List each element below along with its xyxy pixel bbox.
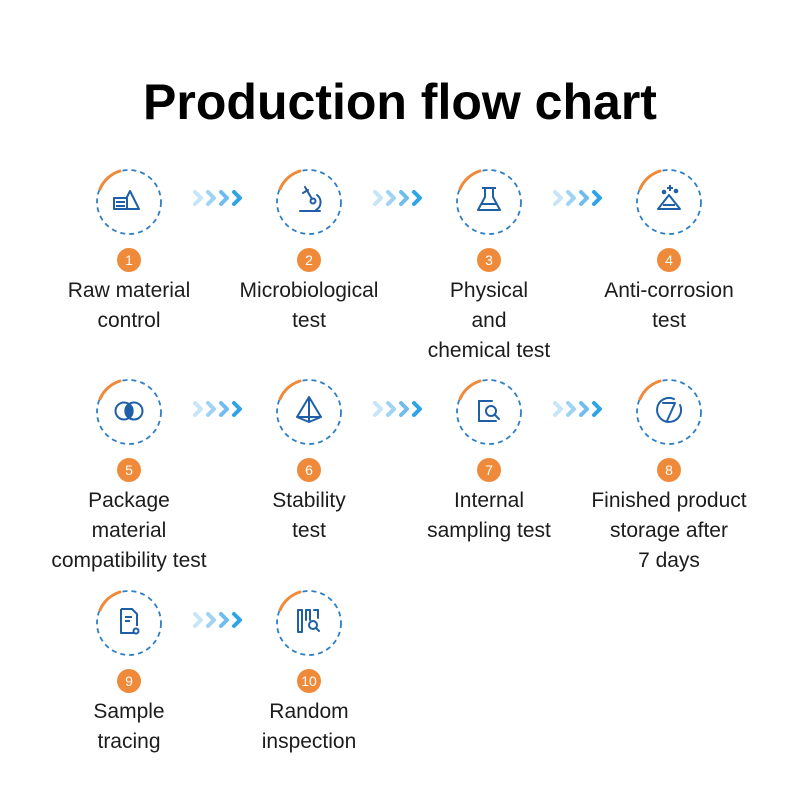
seven-days-icon (656, 396, 683, 423)
step-label: Microbiological test (239, 279, 379, 332)
step-number-badge: 5 (117, 458, 141, 482)
flask-icon (477, 187, 501, 211)
step-label: Physical and chemical test (427, 279, 551, 362)
page-title: Production flow chart (143, 74, 657, 130)
flow-arrow (553, 190, 602, 206)
flow-arrow (373, 401, 422, 417)
step-icon-circle (632, 375, 706, 449)
step-icon-circle (452, 375, 526, 449)
step-number-badge: 2 (297, 248, 321, 272)
step-label: Package material compatibility test (51, 489, 207, 572)
step-label: Sample tracing (93, 700, 165, 753)
step-icon-circle (272, 375, 346, 449)
step-number-badge: 7 (477, 458, 501, 482)
step-number-badge: 4 (657, 248, 681, 272)
step-label: Finished product storage after 7 days (591, 489, 747, 572)
flow-arrow (193, 401, 242, 417)
flow-arrow (373, 190, 422, 206)
microscope-icon (299, 186, 322, 212)
step-label: Internal sampling test (427, 489, 551, 542)
sampling-search-icon (478, 400, 500, 422)
step-number-badge: 9 (117, 669, 141, 693)
step-number-badge: 10 (297, 669, 321, 693)
step-icon-circle (272, 165, 346, 239)
inspection-icon (297, 609, 320, 633)
anti-corrosion-icon (657, 185, 681, 210)
flow-arrow (553, 401, 602, 417)
step-icon-circle (92, 375, 166, 449)
step-label: Anti-corrosion test (604, 279, 734, 332)
step-icon-circle (272, 586, 346, 660)
step-number-badge: 8 (657, 458, 681, 482)
step-label: Random inspection (261, 700, 357, 753)
overlapping-circles-icon (114, 401, 144, 421)
step-icon-circle (92, 586, 166, 660)
flow-arrow (193, 612, 242, 628)
step-number-badge: 3 (477, 248, 501, 272)
step-icon-circle (92, 165, 166, 239)
step-label: Stability test (272, 489, 346, 542)
step-number-badge: 6 (297, 458, 321, 482)
step-icon-circle (632, 165, 706, 239)
pyramid-icon (296, 396, 322, 423)
document-trace-icon (120, 608, 140, 635)
step-label: Raw material control (67, 279, 191, 332)
raw-material-icon (113, 190, 140, 210)
flow-arrow (193, 190, 242, 206)
step-icon-circle (452, 165, 526, 239)
step-number-badge: 1 (117, 248, 141, 272)
